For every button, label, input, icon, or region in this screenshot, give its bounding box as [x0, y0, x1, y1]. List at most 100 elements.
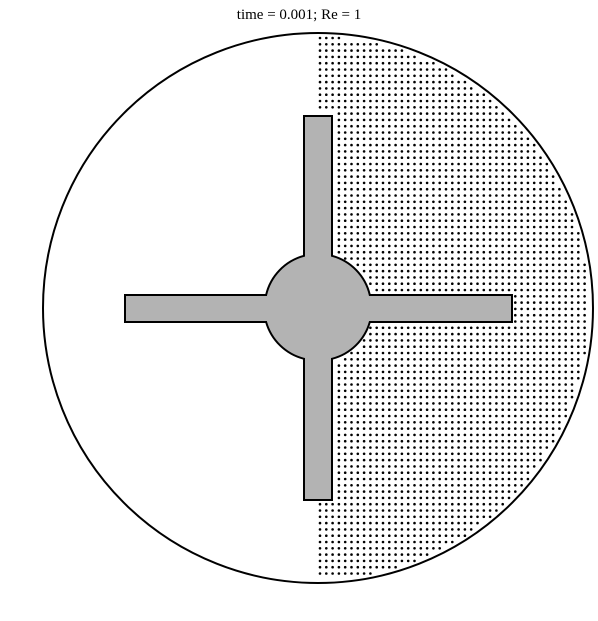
particle [406, 143, 410, 147]
particle [495, 376, 498, 380]
particle [356, 150, 360, 153]
particle [394, 376, 397, 380]
particle [406, 402, 410, 405]
particle [501, 477, 505, 481]
particle [457, 345, 460, 349]
particle [463, 238, 467, 241]
particle [507, 484, 511, 487]
particle [463, 515, 467, 519]
particle [476, 112, 479, 115]
particle [564, 282, 567, 286]
particle [501, 408, 505, 412]
particle [343, 408, 347, 412]
particle [444, 484, 448, 487]
particle [558, 263, 561, 267]
particle [520, 421, 523, 424]
particle [331, 106, 334, 109]
particle [507, 282, 511, 286]
particle [413, 194, 416, 197]
particle [526, 181, 530, 185]
particle [343, 446, 347, 449]
particle [501, 345, 505, 349]
particle [350, 219, 353, 222]
particle [520, 131, 523, 134]
particle [343, 112, 347, 115]
particle [476, 521, 479, 525]
particle [457, 402, 460, 405]
particle [425, 553, 429, 556]
particle [394, 528, 397, 531]
particle [463, 213, 467, 216]
particle [425, 250, 429, 254]
particle [520, 471, 523, 475]
particle [501, 421, 505, 424]
particle [432, 351, 435, 355]
particle [419, 257, 423, 260]
particle [520, 238, 523, 241]
particle [551, 307, 555, 311]
particle [406, 74, 410, 78]
particle [369, 332, 372, 336]
particle [520, 326, 523, 330]
particle [558, 200, 561, 204]
particle [419, 263, 423, 267]
particle [394, 150, 397, 153]
particle [444, 433, 448, 437]
particle [558, 351, 561, 355]
particle [337, 540, 341, 544]
particle [413, 68, 416, 71]
particle [551, 345, 555, 349]
particle [558, 282, 561, 286]
particle [476, 118, 479, 122]
particle [451, 509, 454, 512]
particle [343, 559, 347, 563]
particle [514, 490, 517, 493]
particle [488, 106, 492, 109]
particle [375, 219, 379, 222]
particle [463, 276, 467, 279]
particle [539, 307, 542, 311]
particle [369, 150, 372, 153]
particle [501, 370, 505, 374]
particle [444, 402, 448, 405]
particle [419, 131, 423, 134]
particle [413, 402, 416, 405]
particle [419, 162, 423, 166]
particle [375, 169, 379, 172]
particle [570, 225, 574, 229]
particle [482, 427, 486, 430]
particle [469, 137, 473, 141]
particle [495, 439, 498, 443]
particle [532, 175, 536, 178]
particle [325, 55, 328, 59]
particle [350, 225, 353, 229]
particle [369, 345, 372, 349]
particle [394, 99, 397, 103]
particle [476, 421, 479, 424]
particle [343, 465, 347, 468]
particle [356, 93, 360, 96]
particle [532, 452, 536, 456]
particle [539, 345, 542, 349]
particle [438, 150, 442, 153]
particle [400, 269, 404, 273]
particle [343, 572, 347, 575]
particle [501, 244, 505, 248]
particle [343, 169, 347, 172]
particle [526, 250, 530, 254]
particle [350, 402, 353, 405]
particle [375, 206, 379, 210]
particle [394, 458, 397, 462]
particle [501, 376, 505, 380]
particle [469, 427, 473, 430]
particle [457, 364, 460, 367]
particle [356, 200, 360, 204]
particle [583, 320, 586, 323]
particle [570, 383, 574, 386]
particle [520, 427, 523, 430]
particle [520, 408, 523, 412]
particle [369, 87, 372, 90]
particle [495, 169, 498, 172]
particle [564, 389, 567, 393]
particle [570, 313, 574, 317]
